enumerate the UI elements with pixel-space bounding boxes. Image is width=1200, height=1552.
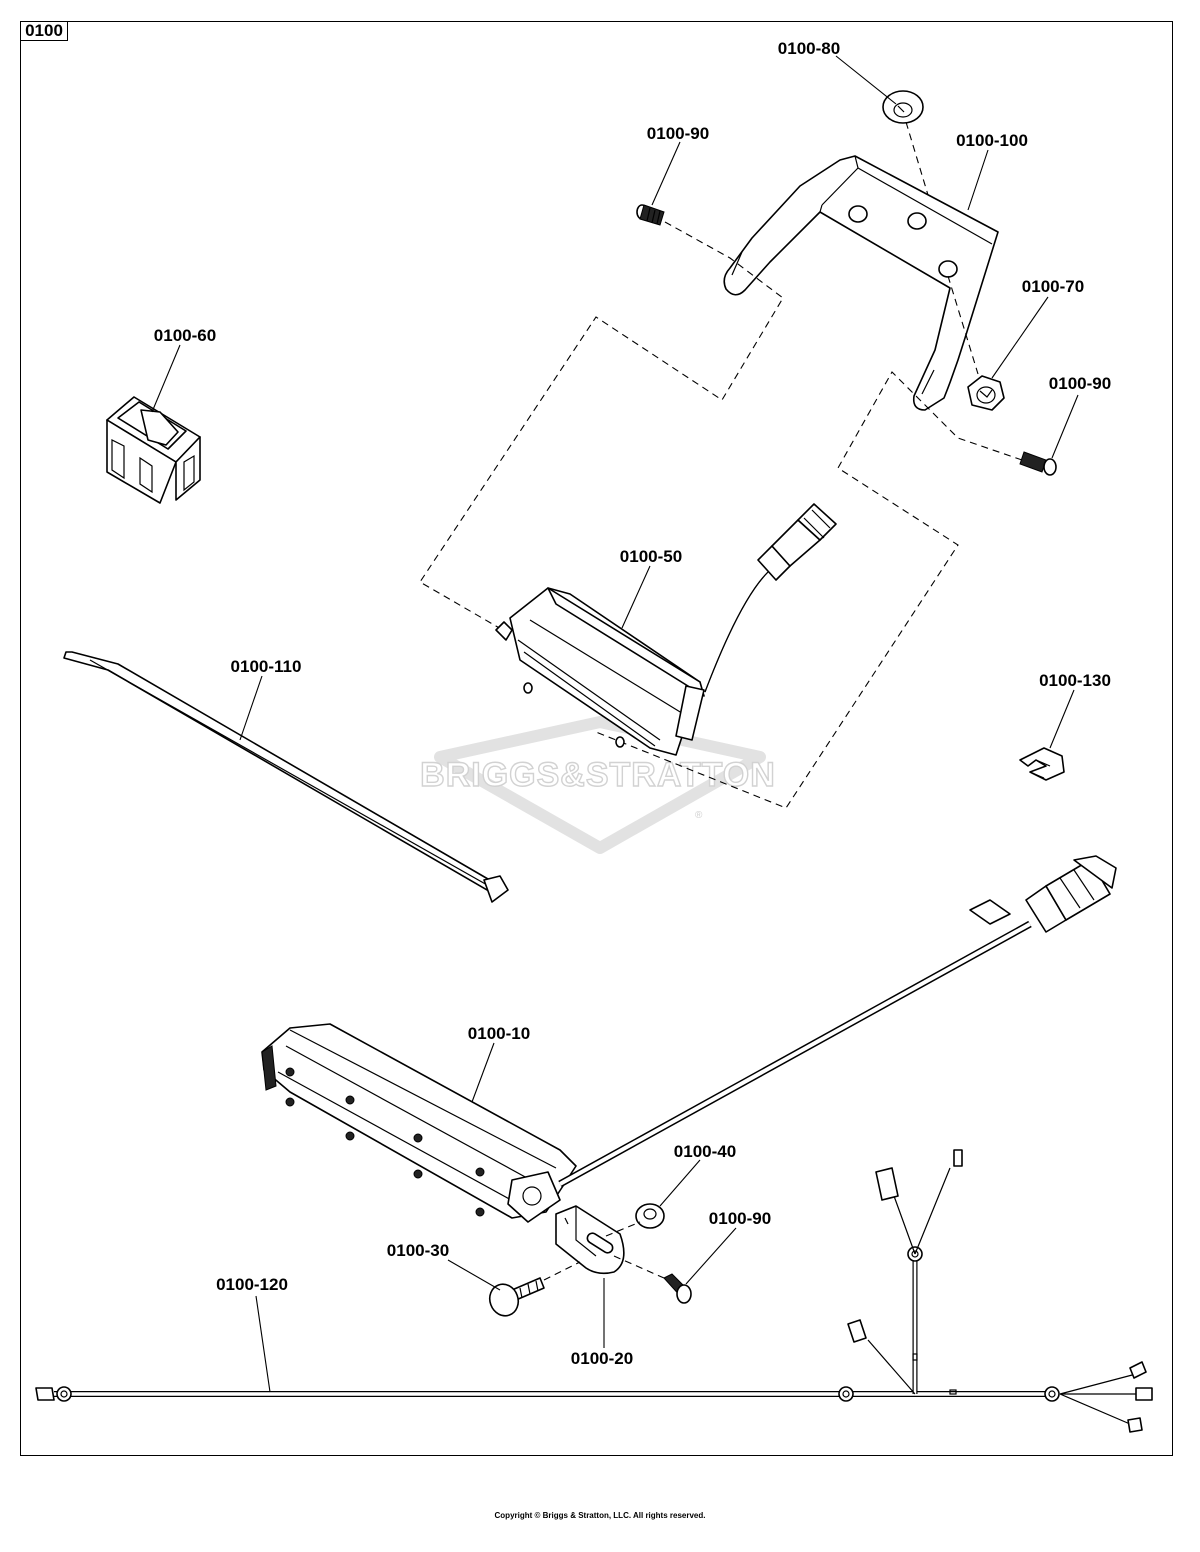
callout-0100-130: 0100-130 xyxy=(1039,671,1111,690)
assembly-line-0100-30 xyxy=(543,1261,581,1281)
leader-0100-10 xyxy=(471,1042,495,1103)
leader-0100-50 xyxy=(621,565,651,629)
part-0100-90-screw-bottom[interactable] xyxy=(663,1273,692,1304)
section-tag: 0100 xyxy=(20,21,68,41)
callout-0100-10: 0100-10 xyxy=(468,1024,530,1043)
part-0100-70-nut[interactable] xyxy=(967,375,1005,411)
callout-0100-90-top: 0100-90 xyxy=(647,124,709,143)
part-0100-120-wiring-harness[interactable] xyxy=(35,1149,1153,1433)
leader-0100-80 xyxy=(835,55,897,105)
callout-0100-90-right: 0100-90 xyxy=(1049,374,1111,393)
part-0100-100-mount-bracket[interactable] xyxy=(723,155,999,411)
part-0100-60-rocker-switch[interactable] xyxy=(106,396,201,504)
copyright-notice: Copyright © Briggs & Stratton, LLC. All … xyxy=(494,1511,706,1520)
assembly-line-0100-80 xyxy=(905,121,929,196)
watermark-text: BRIGGS&STRATTON xyxy=(420,756,776,794)
part-0100-90-screw-right[interactable] xyxy=(1019,451,1057,476)
leader-0100-60 xyxy=(151,344,181,413)
callout-labels: 0100-80 0100-90 0100-100 0100-70 0100-90… xyxy=(154,39,1111,1368)
watermark-registered-mark: ® xyxy=(695,810,703,821)
callout-0100-90-bottom: 0100-90 xyxy=(709,1209,771,1228)
leader-0100-30 xyxy=(447,1259,501,1291)
assembly-line-0100-40 xyxy=(605,1221,641,1237)
assembly-path-left xyxy=(419,221,784,634)
leader-0100-90-right xyxy=(1051,394,1079,459)
leader-0100-90-bottom xyxy=(685,1227,737,1285)
part-0100-130-clip[interactable] xyxy=(1019,747,1065,781)
leader-0100-120 xyxy=(255,1295,271,1393)
callout-0100-20: 0100-20 xyxy=(571,1349,633,1368)
callout-0100-110: 0100-110 xyxy=(231,657,302,676)
part-0100-10-light-bar[interactable] xyxy=(261,855,1117,1223)
assembly-line-0100-90-bottom xyxy=(613,1255,665,1279)
leader-0100-40 xyxy=(659,1159,701,1207)
part-0100-20-mount-plate[interactable] xyxy=(555,1205,625,1275)
leader-0100-100 xyxy=(967,149,989,211)
callout-0100-50: 0100-50 xyxy=(620,547,682,566)
leader-0100-70 xyxy=(991,296,1049,379)
part-0100-90-screw-top[interactable] xyxy=(636,204,665,226)
assembly-path-right xyxy=(595,371,1023,809)
part-0100-50-light-module[interactable] xyxy=(495,503,837,756)
leader-0100-110 xyxy=(239,675,263,741)
diagram-frame xyxy=(20,21,1173,1456)
callout-0100-100: 0100-100 xyxy=(956,131,1028,150)
leader-0100-90-top xyxy=(651,141,681,206)
callout-0100-120: 0100-120 xyxy=(216,1275,288,1294)
part-0100-30-carriage-bolt[interactable] xyxy=(485,1277,545,1320)
part-0100-40-grommet[interactable] xyxy=(635,1203,665,1229)
callout-0100-70: 0100-70 xyxy=(1022,277,1084,296)
callout-0100-60: 0100-60 xyxy=(154,326,216,345)
part-0100-80-cap[interactable] xyxy=(882,90,924,124)
part-0100-110-cable-tie[interactable] xyxy=(63,651,509,903)
assembly-line-0100-70 xyxy=(947,275,979,375)
callout-0100-40: 0100-40 xyxy=(674,1142,736,1161)
callout-0100-30: 0100-30 xyxy=(387,1241,449,1260)
leader-0100-130 xyxy=(1049,689,1075,749)
briggs-stratton-watermark: BRIGGS&STRATTON ® xyxy=(419,716,776,854)
callout-0100-80: 0100-80 xyxy=(778,39,840,58)
